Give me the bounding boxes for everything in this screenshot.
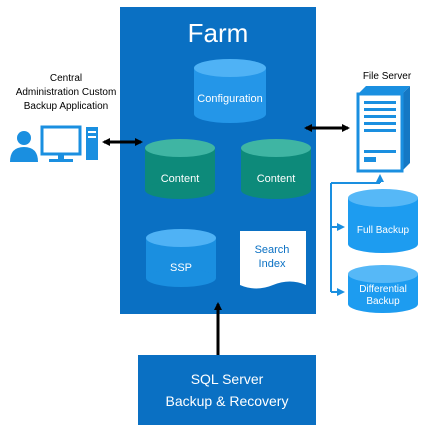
file-server-label: File Server — [363, 71, 412, 82]
search-index-label-line1: Search — [255, 244, 290, 256]
client-label-line2: Administration Custom — [16, 87, 117, 98]
differential-backup-database-icon — [348, 265, 418, 313]
content-right-label: Content — [257, 173, 296, 185]
sql-label-line1: SQL Server — [191, 371, 264, 387]
search-index-label-line2: Index — [259, 258, 286, 270]
ssp-label: SSP — [170, 262, 192, 274]
differential-backup-label-line2: Backup — [366, 296, 400, 307]
content-left-label: Content — [161, 173, 200, 185]
client-label-line3: Backup Application — [24, 101, 109, 112]
client-label-line1: Central — [50, 73, 82, 84]
user-icon — [10, 131, 38, 162]
sql-label-line2: Backup & Recovery — [166, 393, 289, 409]
computer-tower-icon — [86, 127, 98, 160]
sql-server-box — [138, 355, 316, 425]
configuration-label: Configuration — [197, 93, 262, 105]
full-backup-label: Full Backup — [357, 225, 410, 236]
content-database-left-icon — [145, 139, 215, 199]
file-server-icon — [356, 86, 410, 173]
ssp-database-icon — [146, 229, 216, 287]
backup-connector — [330, 174, 384, 296]
farm-title: Farm — [188, 18, 249, 48]
computer-monitor-icon — [40, 125, 82, 162]
configuration-database-icon — [194, 59, 266, 123]
full-backup-database-icon — [348, 189, 418, 253]
content-database-right-icon — [241, 139, 311, 199]
differential-backup-label-line1: Differential — [359, 284, 407, 295]
search-index-document-icon — [240, 231, 306, 289]
